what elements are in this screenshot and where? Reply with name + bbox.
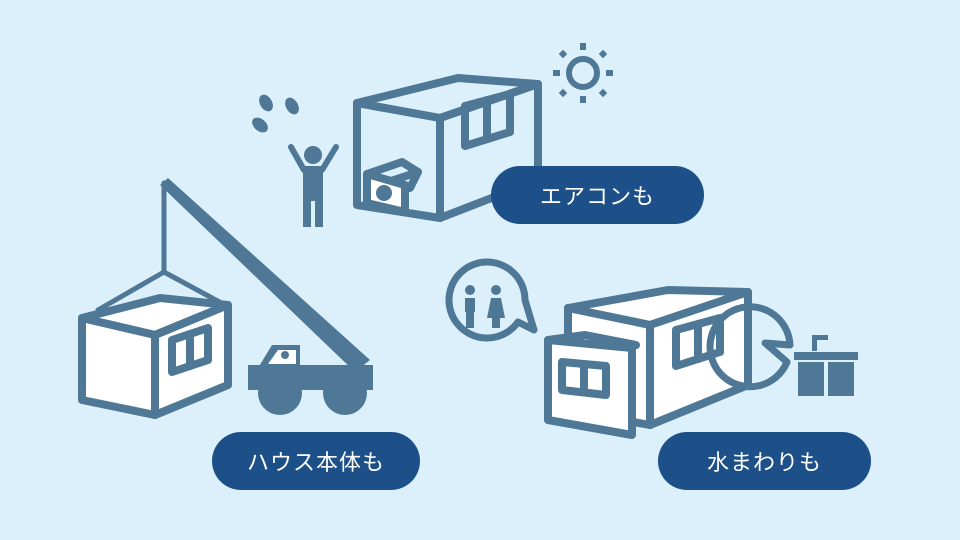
window-icon bbox=[168, 324, 212, 376]
window-icon bbox=[558, 358, 610, 399]
window-icon bbox=[672, 314, 724, 370]
label-house-body: ハウス本体も bbox=[212, 432, 420, 490]
label-water-facilities: 水まわりも bbox=[658, 432, 871, 490]
sun-icon bbox=[553, 43, 613, 103]
label-aircon: エアコンも bbox=[491, 166, 704, 224]
window-icon bbox=[461, 90, 514, 150]
air-conditioner-icon bbox=[363, 158, 422, 216]
sink-bubble-icon bbox=[706, 303, 858, 396]
crane-truck bbox=[95, 178, 373, 415]
prefab-house-water bbox=[544, 286, 752, 439]
sweat-drops-icon bbox=[252, 94, 299, 133]
person-cheering-icon bbox=[288, 144, 339, 227]
prefab-house-lifted bbox=[78, 294, 232, 419]
toilet-bubble-icon bbox=[445, 258, 538, 342]
